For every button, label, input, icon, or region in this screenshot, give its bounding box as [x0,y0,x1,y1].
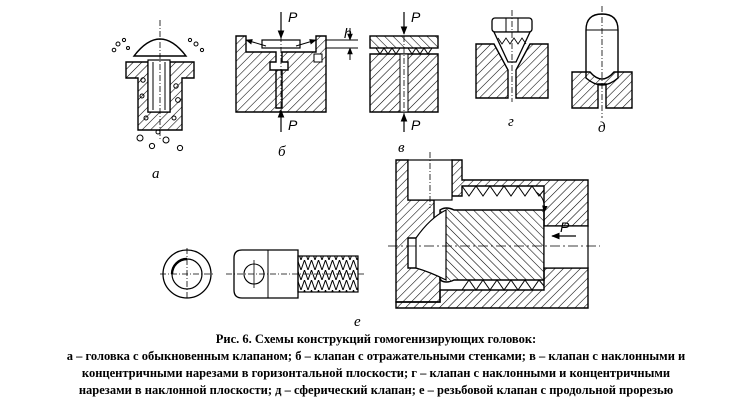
head-a-ordinary-valve: а [111,20,205,182]
label-d: д [598,120,606,136]
label-a: а [152,166,160,182]
figure-caption: Рис. 6. Схемы конструкций гомогенизирующ… [0,331,752,399]
label-e: е [354,314,361,330]
caption-line-3: нарезами в наклонной плоскости; д – сфер… [78,383,674,397]
head-b-reflective-walls: P P h б [235,9,358,160]
label-b: б [278,144,286,160]
gap-h: h [344,25,352,41]
caption-line-1: а – головка с обыкновенным клапаном; б –… [66,349,686,363]
force-b-top: P [288,9,298,25]
head-e-threaded-slotted: P е [160,152,600,330]
force-v-bottom: P [411,117,421,133]
head-v-horizontal-cuts: P P в [369,9,439,156]
homogenizer-heads-diagram: а P P h б P P в [111,6,633,330]
caption-title: Рис. 6. Схемы конструкций гомогенизирующ… [215,332,537,346]
force-b-bottom: P [288,117,298,133]
caption-line-2: концентричными нарезами в горизонтальной… [81,366,671,380]
label-v: в [398,140,405,156]
head-d-spherical: д [571,6,633,136]
head-g-inclined-cuts: г [475,10,549,130]
label-g: г [508,114,514,130]
force-v-top: P [411,9,421,25]
force-e: P [560,219,570,235]
